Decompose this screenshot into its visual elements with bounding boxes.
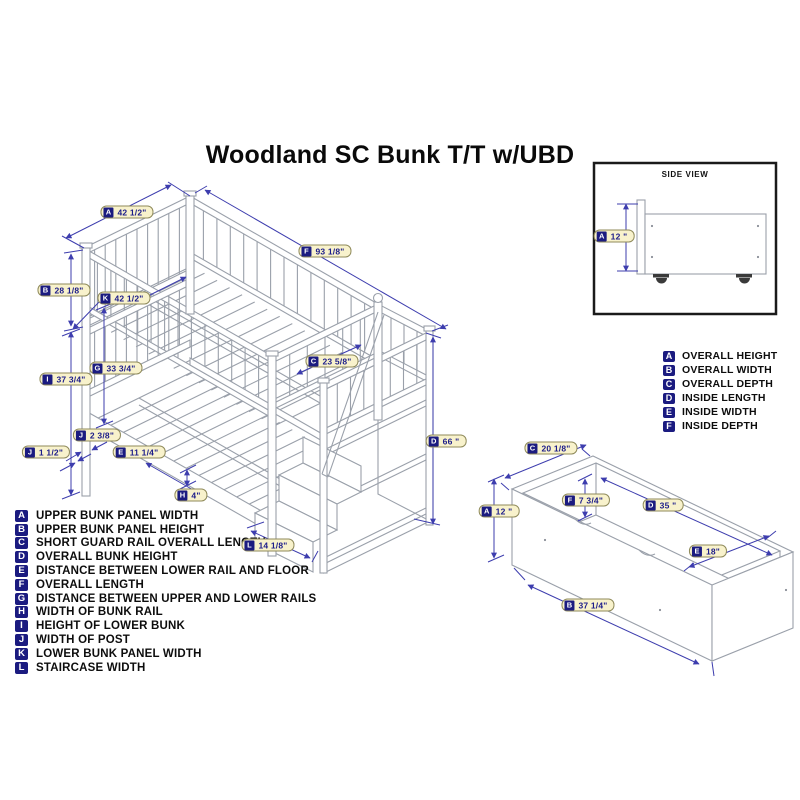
side-view-title: SIDE VIEW — [661, 170, 709, 179]
drawer-drawing — [510, 455, 795, 662]
caster-wheels — [653, 274, 752, 284]
page-title: Woodland SC Bunk T/T w/UBD — [205, 141, 575, 169]
dimension-lines — [59, 181, 777, 677]
